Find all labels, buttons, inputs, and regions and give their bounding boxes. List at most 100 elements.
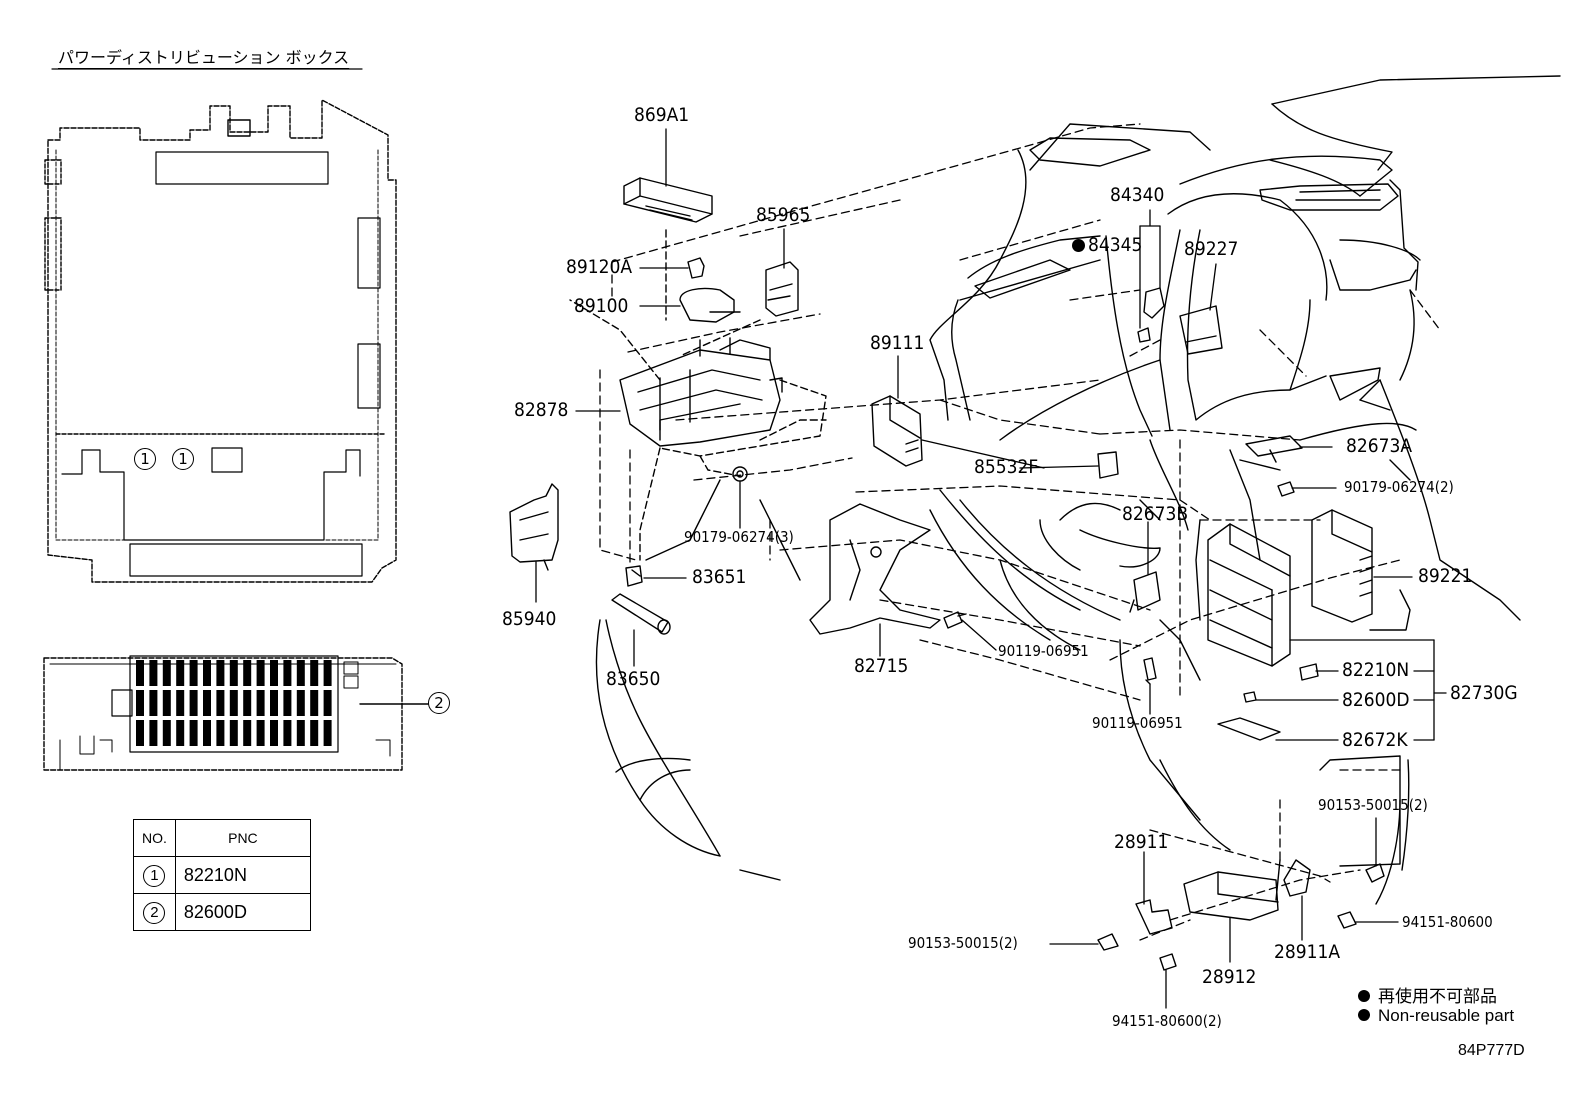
bullet-icon: [1358, 990, 1370, 1002]
fuse-slot: [229, 660, 238, 686]
fuse-slot: [323, 660, 332, 686]
label-90179-06274-3: 90179-06274(3): [684, 528, 794, 546]
label-90153-50015-2-right: 90153-50015(2): [1318, 796, 1428, 814]
part-89227-drawing: [1179, 305, 1223, 355]
label-84345: 84345: [1088, 234, 1143, 256]
label-83650: 83650: [606, 668, 661, 690]
label-82673A: 82673A: [1346, 435, 1413, 457]
fuse-slot: [176, 660, 185, 686]
table-row: 2 82600D: [133, 893, 311, 931]
section-title: パワーディストリビューション ボックス: [58, 48, 350, 67]
fuse-slot: [229, 690, 238, 716]
fuse-slot: [243, 690, 252, 716]
label-82210N: 82210N: [1342, 659, 1410, 681]
label-28911: 28911: [1114, 831, 1169, 853]
fuse-slot: [189, 720, 198, 746]
part-89111-drawing: [871, 395, 923, 467]
label-89111: 89111: [870, 332, 925, 354]
fuse-slot: [256, 720, 265, 746]
label-82600D: 82600D: [1342, 689, 1410, 711]
fuse-slot: [310, 690, 319, 716]
power-distribution-box-top-view: [44, 68, 397, 583]
legend-en-text: Non-reusable part: [1378, 1006, 1515, 1025]
fuse-slot: [162, 660, 171, 686]
row-pnc: 82210N: [174, 856, 311, 894]
part-83651-drawing: [625, 565, 643, 587]
part-28911-drawing: [1135, 899, 1173, 935]
fuse-slot: [283, 720, 292, 746]
fuse-slot: [296, 690, 305, 716]
label-94151-80600-2: 94151-80600(2): [1112, 1012, 1222, 1030]
bracket-dashed-projection: [569, 229, 827, 561]
fuse-slot: [310, 720, 319, 746]
row-pnc: 82600D: [174, 893, 311, 931]
fuse-slot: [310, 660, 319, 686]
fuse-slot: [270, 720, 278, 746]
label-869A1: 869A1: [634, 104, 690, 126]
part-89221-drawing: [1311, 509, 1373, 623]
label-83651: 83651: [692, 566, 747, 588]
fuse-slot: [270, 660, 278, 686]
callout-1a: 1: [134, 448, 156, 470]
legend-en: Non-reusable part: [1358, 1006, 1514, 1026]
label-82730G: 82730G: [1450, 682, 1518, 704]
fuse-slot: [296, 660, 305, 686]
fuse-slot: [162, 720, 171, 746]
part-869A1-drawing: [623, 177, 713, 223]
label-84340: 84340: [1110, 184, 1165, 206]
fuse-slot: [243, 660, 252, 686]
vehicle-body-lines: [595, 75, 1561, 905]
part-89100-drawing: [679, 287, 741, 323]
part-85940-drawing: [509, 483, 559, 571]
callout-1b: 1: [172, 448, 194, 470]
part-82673A-drawing: [1245, 435, 1303, 463]
bullet-icon: [1358, 1009, 1370, 1021]
label-82672K: 82672K: [1342, 729, 1408, 751]
fuse-slot: [296, 720, 305, 746]
part-85532F-drawing: [1097, 451, 1119, 479]
non-reusable-marker: [1072, 239, 1085, 252]
part-82715-drawing: [809, 503, 941, 635]
fuse-slot: [229, 720, 238, 746]
label-82878: 82878: [514, 399, 569, 421]
pnc-table: NO. PNC 1 82210N 2 82600D: [133, 819, 311, 931]
fuse-slot: [256, 690, 265, 716]
fuse-slot: [216, 690, 225, 716]
part-82730G-drawing: [1207, 523, 1291, 667]
fuse-slot: [216, 660, 225, 686]
label-89100: 89100: [574, 295, 629, 317]
fuse-slot: [283, 690, 292, 716]
fuse-slot: [323, 690, 332, 716]
label-90119-06951-a: 90119-06951: [998, 642, 1089, 660]
header-no: NO.: [133, 819, 176, 857]
fuse-slot: [323, 720, 332, 746]
label-85940: 85940: [502, 608, 557, 630]
fuse-slot: [203, 660, 211, 686]
fuse-slot: [256, 660, 265, 686]
fuse-slot: [162, 690, 171, 716]
fuse-slot: [243, 720, 252, 746]
fuse-slot: [149, 690, 158, 716]
part-82673B-drawing: [1129, 571, 1161, 613]
fuse-slot: [216, 720, 225, 746]
table-row: 1 82210N: [133, 856, 311, 894]
fuse-slot: [270, 690, 278, 716]
label-89221: 89221: [1418, 565, 1473, 587]
callout-2: 2: [428, 692, 450, 714]
label-90179-06274-2: 90179-06274(2): [1344, 478, 1454, 496]
fuse-slot: [176, 720, 185, 746]
fuse-slot: [189, 690, 198, 716]
part-85965-drawing: [765, 261, 799, 317]
label-85965: 85965: [756, 204, 811, 226]
row-no: 2: [143, 901, 166, 924]
fuse-slot: [203, 690, 211, 716]
label-82673B: 82673B: [1122, 503, 1189, 525]
part-84340-drawing: [1137, 287, 1165, 343]
label-90153-50015-2-left: 90153-50015(2): [908, 934, 1018, 952]
label-28911A: 28911A: [1274, 941, 1341, 963]
part-83650-drawing: [611, 593, 671, 635]
fuse-slot: [136, 720, 144, 746]
fuse-slot: [136, 690, 144, 716]
legend-jp: 再使用不可部品: [1358, 982, 1497, 1007]
